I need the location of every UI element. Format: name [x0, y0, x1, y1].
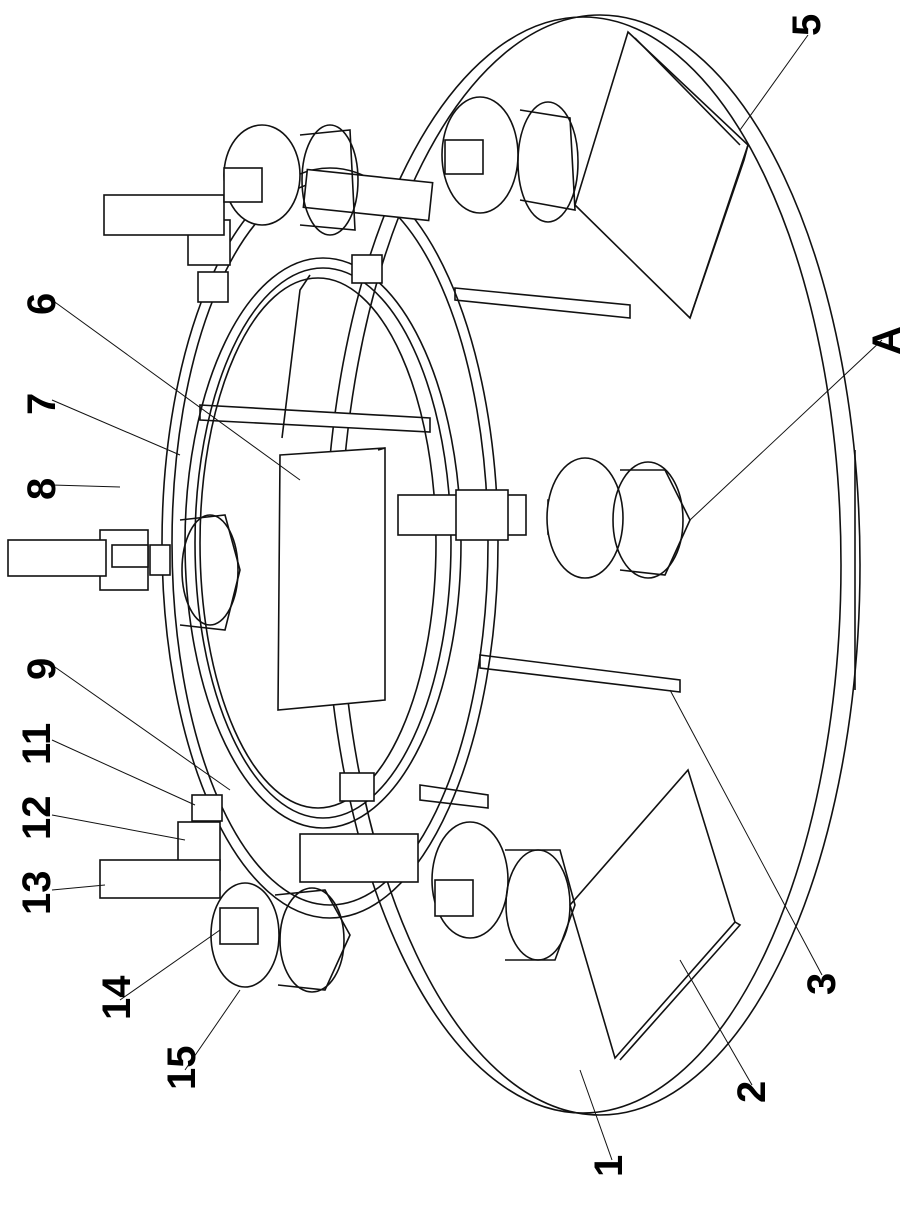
- label-9: 9: [20, 658, 64, 680]
- plate-2: [570, 770, 740, 1060]
- label-7: 7: [20, 393, 64, 415]
- label-3: 3: [800, 973, 844, 995]
- label-8: 8: [20, 478, 64, 500]
- label-14: 14: [95, 975, 139, 1020]
- label-2: 2: [730, 1081, 774, 1103]
- label-11: 11: [15, 723, 59, 765]
- label-1: 1: [587, 1155, 631, 1177]
- label-15: 15: [160, 1046, 204, 1091]
- plate-5: [575, 32, 748, 318]
- label-13: 13: [15, 871, 59, 916]
- label-12: 12: [15, 796, 59, 841]
- label-A: A: [865, 326, 909, 355]
- gripper-units: [180, 97, 690, 992]
- label-6: 6: [20, 293, 64, 315]
- central-panel-6: [278, 275, 385, 710]
- label-5: 5: [785, 14, 829, 36]
